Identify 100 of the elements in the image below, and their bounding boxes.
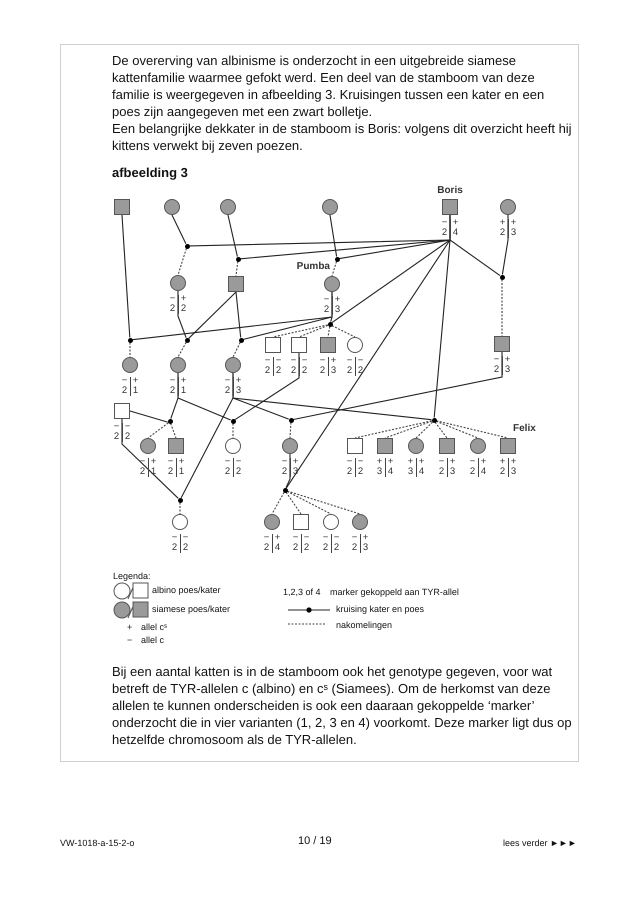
marker-number: 2: [319, 366, 326, 376]
legend-label: marker gekoppeld aan TYR-allel: [330, 587, 459, 597]
marker-number: 2: [351, 543, 358, 553]
crossing-line: [121, 214, 130, 338]
offspring-line: [232, 342, 241, 358]
marker-number: 2: [290, 366, 297, 376]
offspring-line: [287, 490, 360, 515]
offspring-line: [286, 492, 302, 514]
allele-sign: −: [319, 356, 326, 366]
offspring-line: [235, 261, 238, 276]
cat-square: [114, 403, 130, 419]
marker-number: 3: [407, 467, 414, 477]
cat-square: [439, 438, 455, 454]
crossing-line: [227, 214, 238, 257]
legend-sign: −: [127, 635, 132, 645]
marker-number: 2: [438, 467, 445, 477]
marker-number: 2: [139, 467, 146, 477]
offspring-line: [286, 490, 332, 514]
marker-number: 4: [418, 467, 425, 477]
marker-number: 2: [493, 365, 500, 375]
figure-title: afbeelding 3: [112, 165, 188, 180]
cross-dot: [230, 418, 236, 424]
marker-number: 2: [441, 228, 448, 238]
marker-number: 2: [301, 366, 308, 376]
crossing-line: [293, 352, 503, 420]
marker-number: 2: [121, 386, 128, 396]
allele-sign: +: [510, 457, 517, 467]
legend-label: allel c: [141, 635, 164, 645]
offspring-line: [177, 248, 187, 276]
offspring-line: [272, 324, 328, 338]
marker-number: 3: [504, 365, 511, 375]
allele-sign: +: [330, 356, 337, 366]
allele-sign: +: [150, 457, 157, 467]
crossing-line: [121, 419, 179, 499]
marker-number: 2: [357, 467, 364, 477]
cat-square: [293, 514, 309, 530]
cross-dot: [282, 488, 288, 492]
marker-number: 2: [169, 304, 176, 314]
footer-text: lees verder ►►►: [503, 838, 577, 848]
marker-number: 2: [264, 366, 271, 376]
allele-sign: +: [510, 218, 517, 228]
marker-number: 2: [182, 543, 189, 553]
offspring-line: [332, 325, 356, 338]
marker-number: 4: [387, 467, 394, 477]
allele-sign: +: [504, 355, 511, 365]
allele-sign: +: [180, 376, 187, 386]
cross-dot: [238, 338, 244, 342]
cat-name: Felix: [513, 423, 536, 434]
legend-heading: Legenda:: [113, 571, 151, 581]
allele-sign: −: [322, 533, 329, 543]
allele-sign: +: [387, 457, 394, 467]
cat-circle: [264, 514, 280, 530]
allele-sign: +: [292, 457, 299, 467]
marker-number: 2: [180, 304, 187, 314]
offspring-line: [416, 422, 433, 438]
marker-number: 2: [346, 366, 353, 376]
cross-dot: [334, 256, 340, 262]
cat-square: [347, 438, 363, 454]
marker-number: 2: [499, 467, 506, 477]
cat-square: [442, 199, 458, 215]
marker-number: 2: [171, 543, 178, 553]
marker-number: 4: [274, 543, 281, 553]
allele-sign: +: [235, 376, 242, 386]
cat-square: [377, 438, 393, 454]
cross-dot: [328, 322, 332, 326]
allele-sign: −: [182, 533, 189, 543]
allele-sign: −: [263, 533, 270, 543]
allele-sign: −: [124, 422, 131, 432]
allele-sign: +: [274, 533, 281, 543]
marker-number: 2: [224, 386, 231, 396]
allele-sign: −: [121, 376, 128, 386]
offspring-line: [129, 342, 131, 357]
allele-sign: −: [235, 457, 242, 467]
cross-dot: [168, 418, 172, 424]
marker-number: 3: [510, 467, 517, 477]
offspring-line: [327, 326, 330, 338]
cat-circle: [164, 199, 180, 215]
allele-sign: −: [169, 294, 176, 304]
allele-sign: −: [224, 457, 231, 467]
allele-sign: −: [264, 356, 271, 366]
allele-sign: +: [407, 457, 414, 467]
offspring-line: [436, 420, 478, 439]
allele-sign: −: [333, 533, 340, 543]
marker-number: 1: [180, 386, 187, 396]
allele-sign: +: [376, 457, 383, 467]
offspring-line: [170, 423, 177, 438]
offspring-line: [436, 420, 508, 439]
legend-sign: +: [127, 622, 132, 632]
allele-sign: +: [418, 457, 425, 467]
cat-circle: [170, 275, 186, 291]
offspring-line: [501, 280, 503, 336]
marker-number: 2: [235, 467, 242, 477]
body-text: De overerving van albinisme is onderzocht in een uitgebreide siamese kattenfamilie waarmee gefokt werd. Een deel van de stamboom van deze familie is weergegeven in afbeelding 3. Kruisingen tussen een kater en een poes zijn aangegeven met een zwart bolletje.: [112, 52, 546, 120]
allele-sign: −: [438, 457, 445, 467]
legend-text: 1,2,3 of 4: [283, 587, 321, 597]
crossing-line: [172, 214, 186, 244]
crossing-line: [329, 214, 338, 257]
marker-number: 3: [362, 543, 369, 553]
cat-circle: [347, 337, 363, 353]
offspring-line: [232, 424, 234, 438]
